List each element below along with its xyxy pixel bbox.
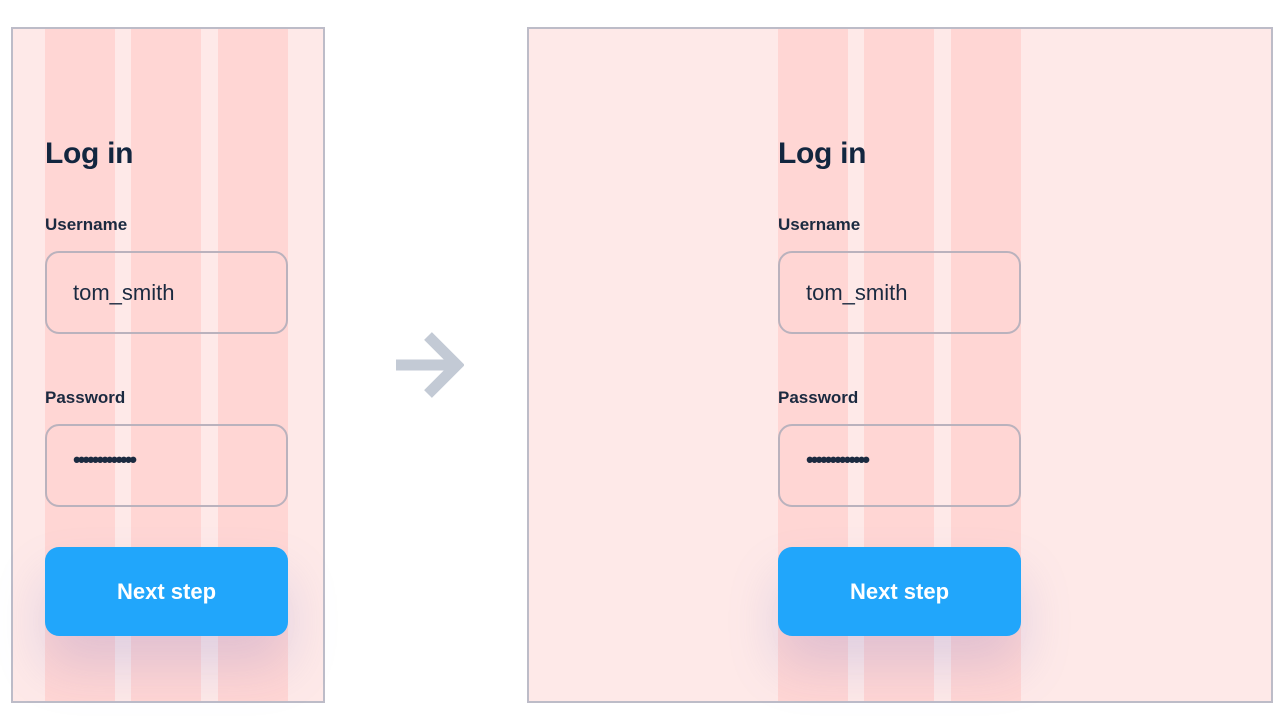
page-title: Log in: [778, 137, 867, 170]
mobile-frame: Log in Username tom_smith Password •••••…: [11, 27, 325, 703]
username-label: Username: [778, 215, 861, 234]
password-value: •••••••••••••: [73, 447, 137, 472]
next-step-button[interactable]: Next step: [778, 547, 1021, 636]
password-label: Password: [45, 388, 126, 407]
next-step-button[interactable]: Next step: [45, 547, 288, 636]
password-input[interactable]: •••••••••••••: [45, 424, 288, 507]
login-form: Log in Username tom_smith Password •••••…: [778, 29, 1021, 701]
desktop-frame: Log in Username tom_smith Password •••••…: [527, 27, 1273, 703]
arrow-right-icon: [396, 332, 464, 398]
username-input[interactable]: tom_smith: [45, 251, 288, 334]
page-title: Log in: [45, 137, 134, 170]
username-input[interactable]: tom_smith: [778, 251, 1021, 334]
login-form: Log in Username tom_smith Password •••••…: [45, 29, 288, 701]
username-label: Username: [45, 215, 128, 234]
password-value: •••••••••••••: [806, 447, 870, 472]
password-input[interactable]: •••••••••••••: [778, 424, 1021, 507]
username-value: tom_smith: [806, 280, 908, 305]
username-value: tom_smith: [73, 280, 175, 305]
password-label: Password: [778, 388, 859, 407]
